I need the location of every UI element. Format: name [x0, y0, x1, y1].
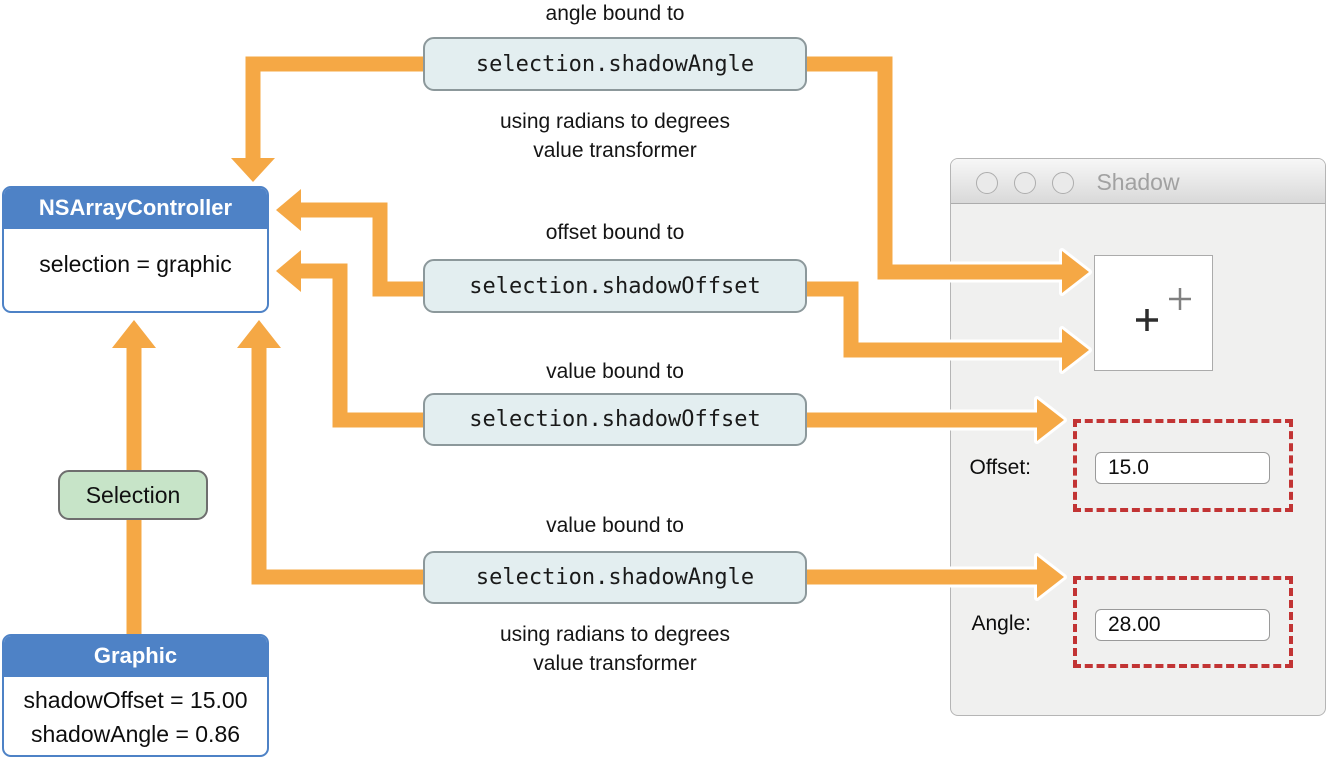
shadow-preview-crosses — [1136, 288, 1191, 331]
caption-value-bound-to-offset: value bound to — [546, 360, 684, 383]
angle-input[interactable]: 28.00 — [1095, 609, 1270, 641]
graphic-model-box: Graphic shadowOffset = 15.00 shadowAngle… — [2, 634, 269, 757]
graphic-shadow-angle: shadowAngle = 0.86 — [30, 721, 241, 747]
offset-field-label: Offset: — [969, 456, 1031, 479]
caption-angle-bound-to: angle bound to — [545, 2, 685, 25]
shadow-preview-well[interactable] — [1094, 255, 1213, 371]
binding-key-shadow-angle-value: selection.shadowAngle — [423, 551, 807, 604]
offset-binding-highlight — [1073, 419, 1293, 512]
binding-key-shadow-angle: selection.shadowAngle — [423, 37, 807, 91]
note-radians-transformer-top: using radians to degrees value transform… — [500, 110, 730, 162]
selection-badge: Selection — [58, 470, 208, 520]
arrow-angle-to-controller — [245, 56, 430, 161]
graphic-title: Graphic — [4, 636, 267, 677]
shadow-inspector-window: Shadow Offset: 15.0 Angle: 28.00 — [950, 158, 1326, 716]
caption-value-bound-to-angle: value bound to — [546, 514, 684, 537]
offset-input[interactable]: 15.0 — [1095, 452, 1270, 484]
shadow-offset-plus-icon — [1169, 288, 1191, 310]
graphic-properties: shadowOffset = 15.00 shadowAngle = 0.86 — [4, 677, 267, 751]
shadow-origin-plus-icon — [1136, 309, 1158, 331]
nsarraycontroller-detail: selection = graphic — [39, 251, 232, 277]
window-title: Shadow — [1096, 169, 1180, 195]
binding-key-shadow-offset-value: selection.shadowOffset — [423, 393, 807, 446]
window-titlebar: Shadow — [951, 159, 1325, 204]
angle-binding-highlight — [1073, 576, 1293, 668]
binding-key-shadow-offset: selection.shadowOffset — [423, 259, 807, 313]
arrow-offset-to-controller — [298, 202, 430, 297]
arrow-angle-value-to-controller — [251, 345, 430, 585]
caption-offset-bound-to: offset bound to — [545, 221, 685, 244]
nsarraycontroller-box: NSArrayController selection = graphic — [2, 186, 269, 313]
note-radians-transformer-bottom: using radians to degrees value transform… — [500, 623, 730, 675]
graphic-shadow-offset: shadowOffset = 15.00 — [23, 687, 248, 713]
angle-field-label: Angle: — [971, 612, 1031, 635]
nsarraycontroller-title: NSArrayController — [4, 188, 267, 229]
arrow-value-to-controller — [298, 263, 430, 428]
